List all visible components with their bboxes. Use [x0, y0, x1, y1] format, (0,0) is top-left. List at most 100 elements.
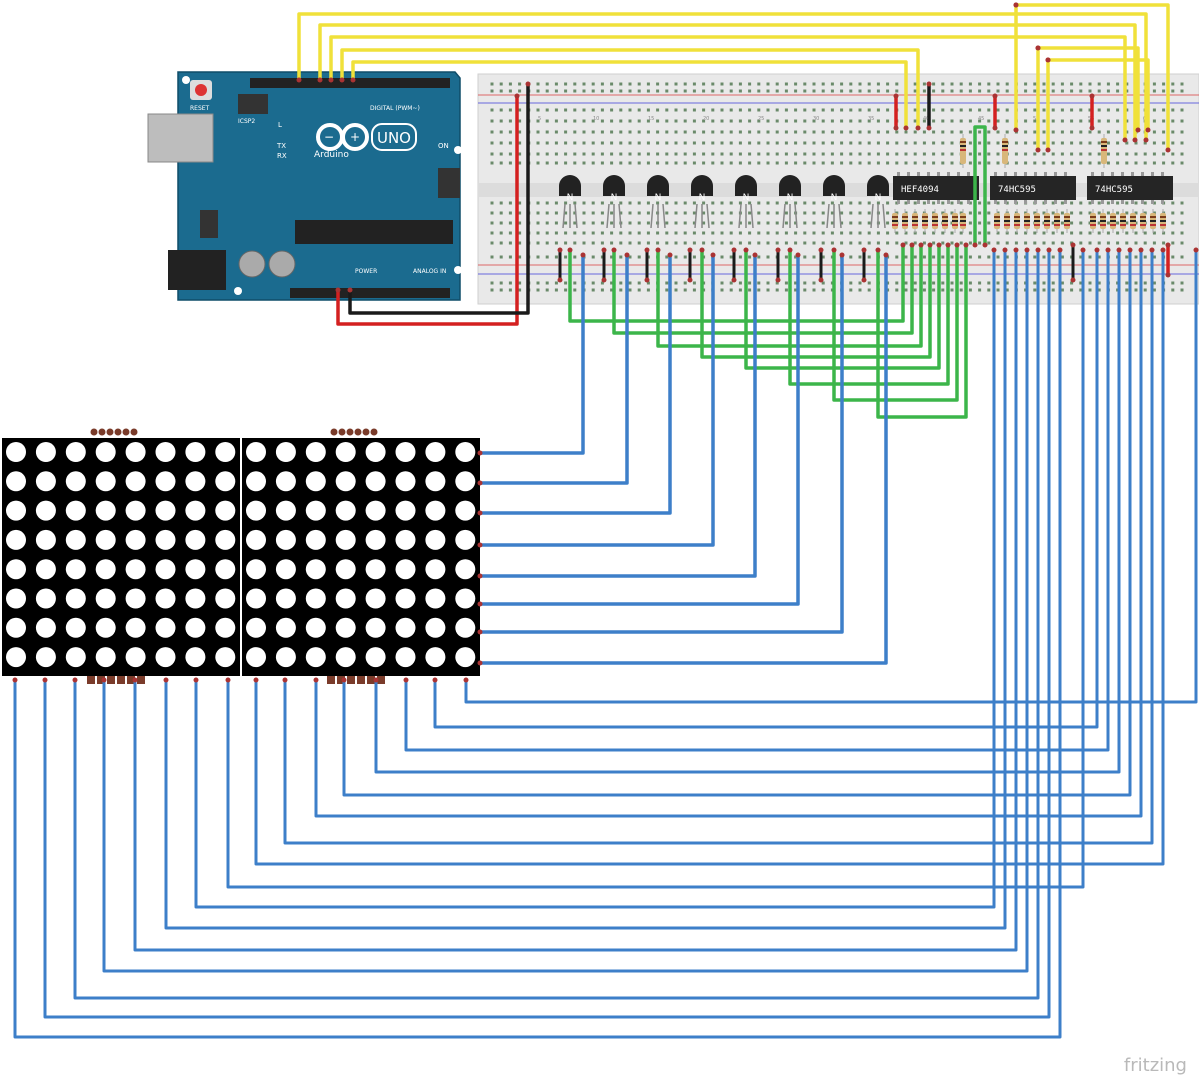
wire [478, 253, 715, 547]
transistor: N [823, 175, 845, 229]
led-dot [95, 617, 116, 638]
wire [478, 253, 585, 455]
led-dot [155, 588, 176, 609]
wire [318, 23, 1137, 142]
led-dot [395, 529, 416, 550]
led-dot [365, 559, 386, 580]
led-dot [425, 647, 446, 668]
led-dot [185, 442, 206, 462]
led-dot [35, 442, 56, 462]
led-dot [185, 559, 206, 580]
wire [478, 253, 757, 578]
led-dot [275, 588, 296, 609]
icsp2-header [238, 94, 268, 114]
wire [336, 94, 519, 326]
led-dot [275, 617, 296, 638]
capacitor-1 [238, 250, 266, 278]
transistor-label: N [743, 193, 750, 203]
wire [297, 12, 1148, 142]
led-dot [455, 559, 476, 580]
wire [433, 248, 1099, 729]
led-dot [125, 500, 146, 521]
led-dot [65, 529, 86, 550]
transistor-label: N [611, 193, 618, 203]
led-dot [275, 500, 296, 521]
wire [283, 248, 1154, 845]
wire [254, 248, 1165, 866]
column-number: 15 [648, 116, 654, 122]
analog-label: ANALOG IN [413, 268, 446, 275]
led-dot [65, 559, 86, 580]
transistor-label: N [831, 193, 838, 203]
led-dot [246, 529, 266, 550]
led-dot [125, 588, 146, 609]
resistor [1034, 209, 1040, 233]
led-dot [215, 442, 236, 462]
led-dot [155, 617, 176, 638]
led-dot [35, 647, 56, 668]
led-dot [425, 529, 446, 550]
led-dot [246, 500, 266, 521]
led-dot [365, 588, 386, 609]
resistor [942, 209, 948, 233]
resistor [994, 209, 1000, 233]
led-dot [335, 617, 356, 638]
led-dot [305, 559, 326, 580]
arduino-logo-right [341, 123, 369, 151]
resistor [892, 209, 898, 233]
led-dot [215, 588, 236, 609]
led-dot [185, 471, 206, 492]
led-dot [425, 588, 446, 609]
led-dot [305, 588, 326, 609]
led-dot [395, 442, 416, 462]
led-dot [125, 617, 146, 638]
power-label: POWER [355, 268, 377, 275]
led-dot [35, 588, 56, 609]
led-dot [95, 588, 116, 609]
led-dot [455, 529, 476, 550]
led-dot [455, 588, 476, 609]
led-dot [95, 500, 116, 521]
uno-logo-text: UNO [377, 129, 411, 147]
resistor [1140, 209, 1146, 233]
led-dot [215, 529, 236, 550]
resistor [1130, 209, 1136, 233]
led-dot [305, 647, 326, 668]
wire [478, 253, 800, 606]
led-dot [335, 559, 356, 580]
on-label: ON [438, 142, 449, 150]
led-dot [365, 442, 386, 462]
led-dot [275, 471, 296, 492]
led-dot [275, 559, 296, 580]
l-label: L [278, 121, 282, 129]
wire [314, 248, 1143, 818]
led-matrices [2, 428, 480, 684]
led-dot [305, 442, 326, 462]
led-dot [425, 559, 446, 580]
transistor: N [559, 175, 581, 229]
resistor [912, 209, 918, 233]
led-dot [35, 559, 56, 580]
led-dot [125, 559, 146, 580]
wire [342, 248, 1132, 797]
wire [73, 248, 1040, 1000]
wire [612, 243, 914, 335]
resistor [902, 209, 908, 233]
led-dot [35, 471, 56, 492]
wire [973, 125, 987, 247]
led-dot [6, 559, 26, 580]
resistor [952, 209, 958, 233]
led-dot [246, 442, 266, 462]
green-wires [567, 125, 988, 419]
column-number: 50 [1033, 116, 1039, 122]
led-dot [395, 500, 416, 521]
led-dot [425, 617, 446, 638]
tx-label: TX [276, 142, 286, 150]
wire [226, 248, 1085, 889]
led-dot [155, 529, 176, 550]
wire [1036, 46, 1140, 132]
led-dot [95, 529, 116, 550]
led-dot [155, 471, 176, 492]
